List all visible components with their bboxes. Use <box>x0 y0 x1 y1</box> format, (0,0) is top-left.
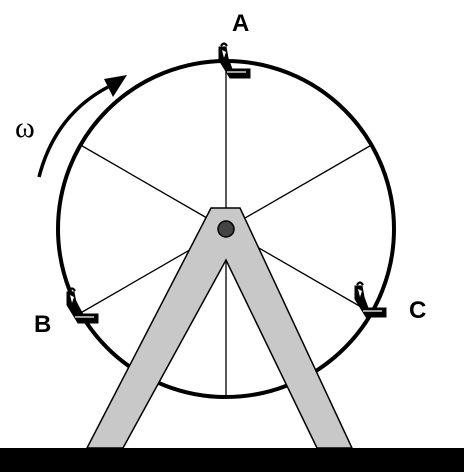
support-frame <box>85 207 354 449</box>
omega-symbol: ω <box>15 111 35 144</box>
label-c: C <box>409 297 426 324</box>
label-b: B <box>34 311 51 338</box>
rotation-arrowhead-icon <box>104 75 127 97</box>
label-a: A <box>232 10 249 37</box>
spoke-upper-right <box>225 144 372 230</box>
ground-bar <box>0 448 464 472</box>
spoke-upper-left <box>80 144 227 230</box>
hub-axle <box>217 220 235 238</box>
rotation-arrow <box>37 85 109 178</box>
